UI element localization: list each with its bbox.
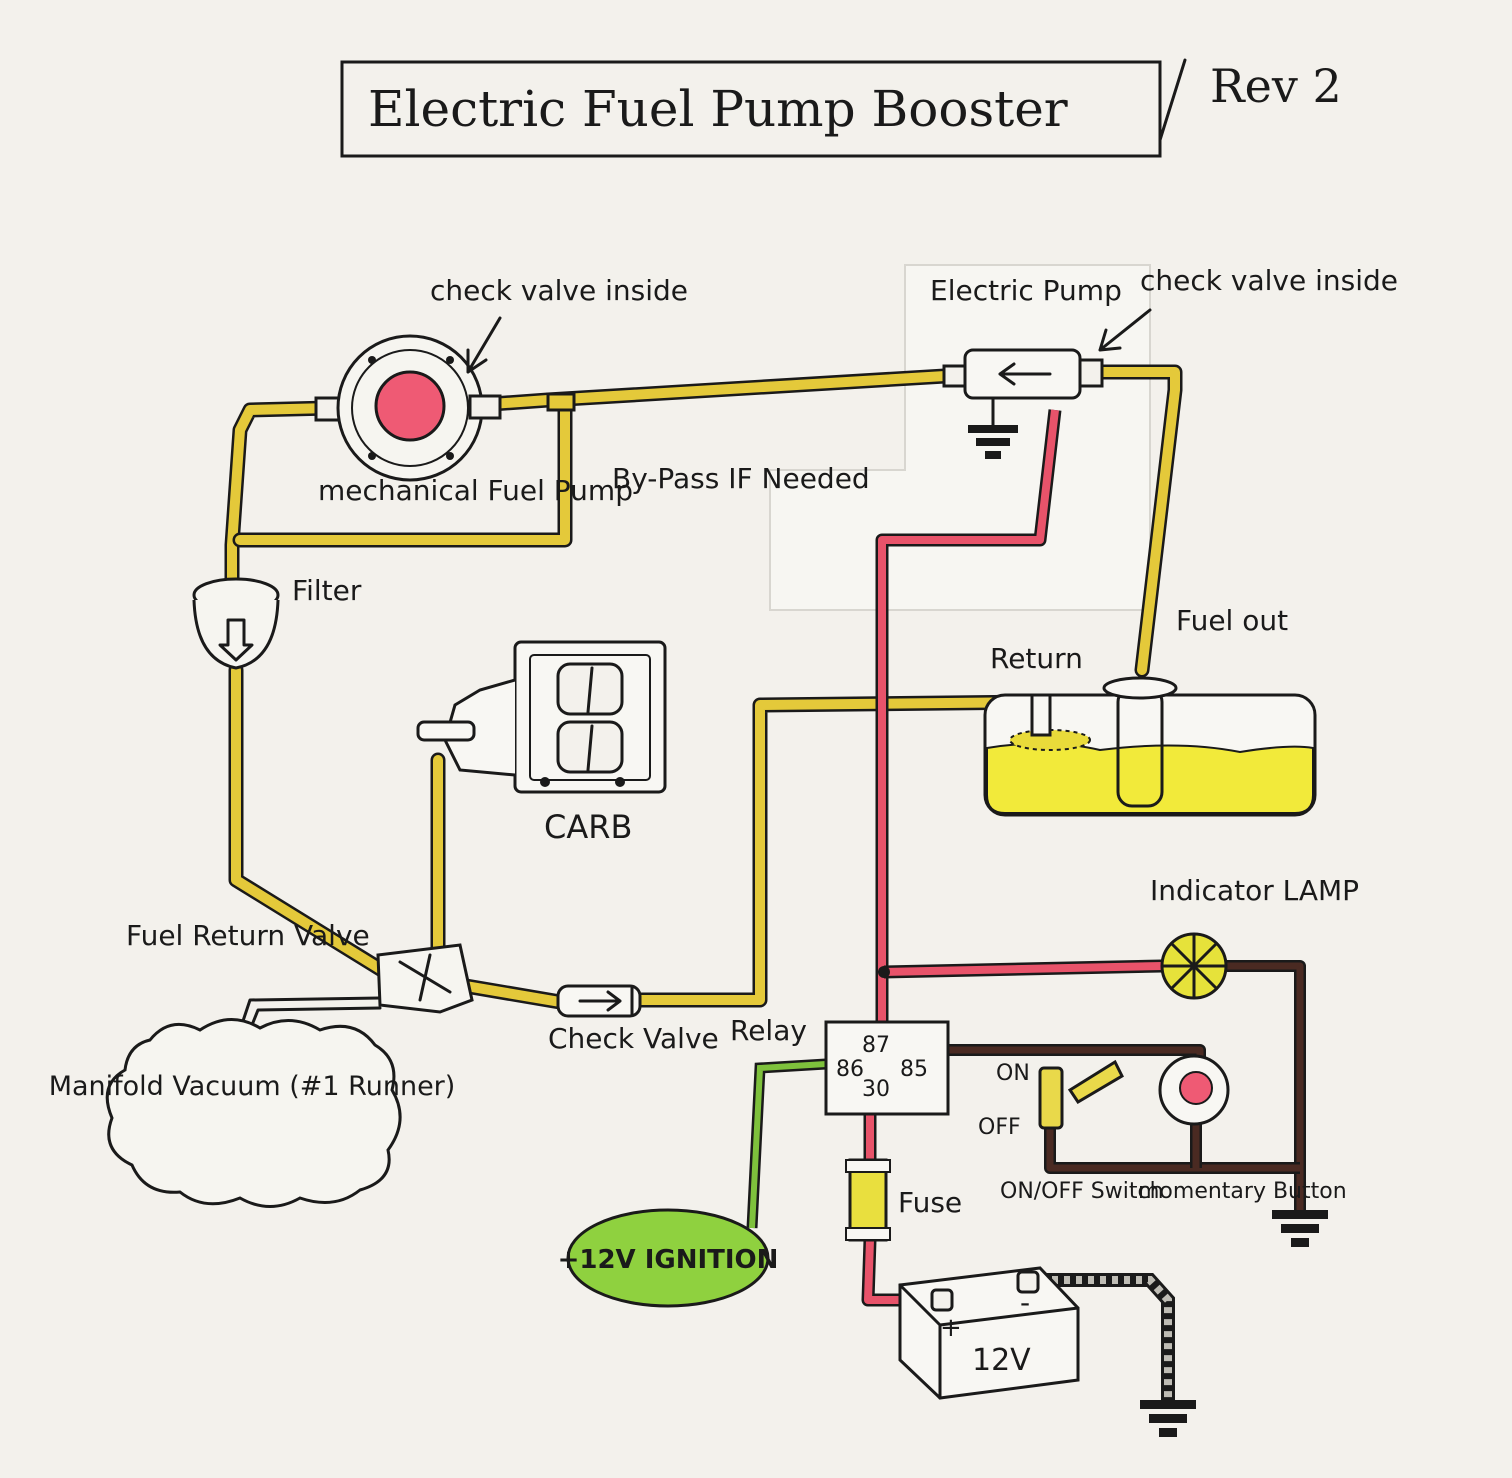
battery <box>898 1266 1080 1400</box>
svg-text:30: 30 <box>862 1077 890 1102</box>
indicator-lamp-label: Indicator LAMP <box>1150 874 1359 907</box>
pointer-arrow-2 <box>1098 308 1152 352</box>
ignition-label: +12V IGNITION <box>558 1245 779 1275</box>
filter-label: Filter <box>292 574 362 607</box>
bypass-tee <box>546 392 576 412</box>
switch-off-label: OFF <box>978 1115 1021 1140</box>
fuel-out-label: Fuel out <box>1176 604 1288 637</box>
svg-text:85: 85 <box>900 1057 928 1082</box>
electric-pump-label: Electric Pump <box>930 274 1122 307</box>
fuel-return-valve-label: Fuel Return Valve <box>126 919 370 952</box>
manifold-vacuum-cloud <box>105 1018 402 1208</box>
diagram-title: Electric Fuel Pump Booster <box>368 80 1068 138</box>
switch-on-label: ON <box>996 1061 1030 1086</box>
electric-pump <box>942 348 1104 459</box>
momentary-button <box>1158 1054 1230 1126</box>
ground-symbol-right <box>1272 1210 1328 1247</box>
check-valve-inside-label-1: check valve inside <box>430 274 688 307</box>
on-off-switch <box>1038 1059 1124 1130</box>
indicator-lamp <box>1160 932 1228 1000</box>
fuel-return-valve <box>376 943 474 1014</box>
on-off-switch-label: ON/OFF Switch <box>1000 1179 1164 1204</box>
relay: 87 86 85 30 <box>824 1020 950 1116</box>
return-label: Return <box>990 642 1083 675</box>
battery-plus-label: + <box>940 1313 962 1343</box>
fuse <box>845 1158 891 1242</box>
carburetor <box>416 640 667 794</box>
revision-label: Rev 2 <box>1210 59 1342 113</box>
check-valve <box>556 984 642 1018</box>
check-valve-inside-label-2: check valve inside <box>1140 264 1398 297</box>
filter <box>192 577 280 670</box>
pointer-arrow-1 <box>466 316 502 374</box>
battery-minus-label: - <box>1020 1286 1030 1319</box>
ignition-badge <box>566 1208 770 1308</box>
manifold-vacuum-label: Manifold Vacuum (#1 Runner) <box>49 1071 456 1102</box>
bypass-label: By-Pass IF Needed <box>612 462 870 495</box>
mechanical-fuel-pump <box>314 334 502 482</box>
battery-label: 12V <box>972 1343 1031 1378</box>
check-valve-label: Check Valve <box>548 1022 719 1055</box>
momentary-button-label: momentary Button <box>1138 1179 1347 1204</box>
fuse-label: Fuse <box>898 1186 962 1219</box>
wiring <box>746 409 1306 1400</box>
carb-label: CARB <box>544 808 632 846</box>
title-box <box>340 60 1162 158</box>
tape-patch <box>769 264 1151 611</box>
ground-symbol-bottom <box>1140 1400 1196 1437</box>
svg-text:87: 87 <box>862 1033 890 1058</box>
mechanical-fuel-pump-label: mechanical Fuel Pump <box>318 474 633 507</box>
fuel-lines <box>224 364 1183 1032</box>
junction-dot <box>878 966 890 978</box>
svg-text:86: 86 <box>836 1057 864 1082</box>
relay-label: Relay <box>730 1014 807 1047</box>
title-slash <box>1158 58 1187 142</box>
fuel-tank <box>983 676 1317 817</box>
